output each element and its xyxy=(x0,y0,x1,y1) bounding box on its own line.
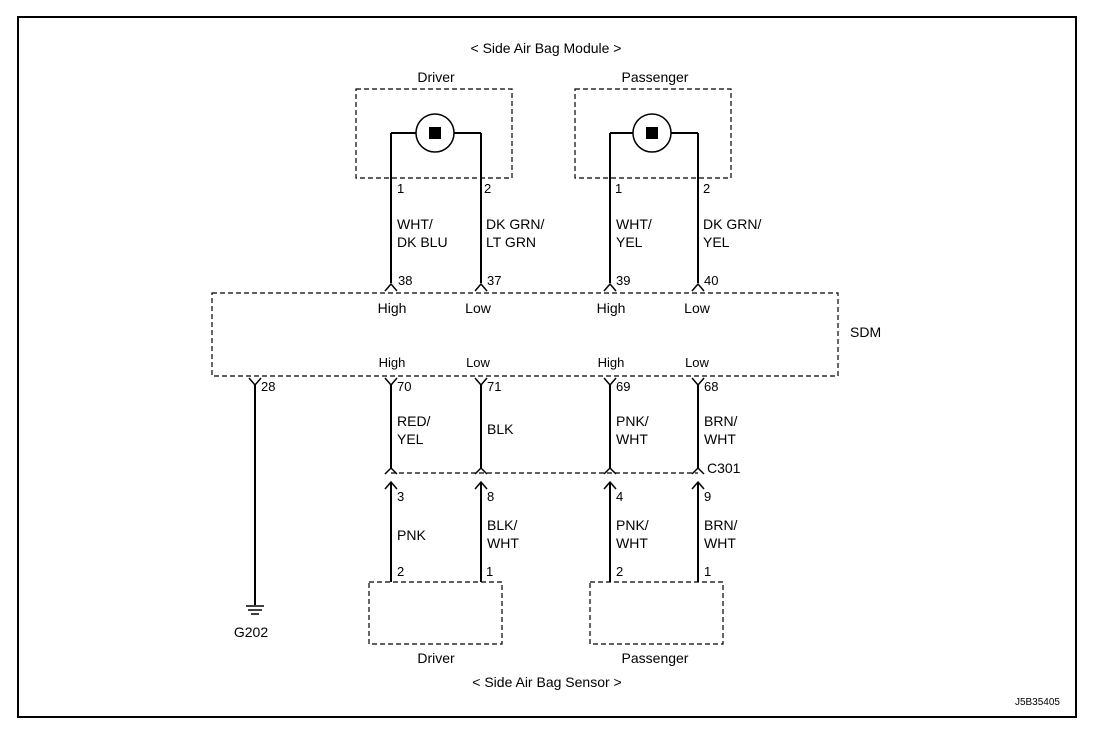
driver-wire1-line1: WHT/ xyxy=(397,216,433,232)
sdm-bottom-driver-low: Low xyxy=(466,355,490,370)
sdm-pin-37: 37 xyxy=(487,273,501,288)
driver-module-pin1: 1 xyxy=(397,181,404,196)
driver-module-box xyxy=(355,88,513,179)
driver-module-label: Driver xyxy=(417,69,455,85)
mid-passenger-high-line2: WHT xyxy=(616,431,648,447)
mid-driver-low-line1: BLK xyxy=(487,421,514,437)
upper-connector-chevrons xyxy=(384,282,705,292)
driver-airbag-icon xyxy=(391,113,481,153)
sdm-pin-28: 28 xyxy=(261,379,275,394)
ground-label: G202 xyxy=(234,624,268,640)
lower-driver-low-line1: BLK/ xyxy=(487,517,517,533)
c301-pin-9: 9 xyxy=(704,489,711,504)
c301-chevrons-top xyxy=(384,466,705,475)
mid-passenger-low-line2: WHT xyxy=(704,431,736,447)
lower-sdm-chevrons xyxy=(248,377,705,387)
c301-pin-4: 4 xyxy=(616,489,623,504)
sdm-pin-40: 40 xyxy=(704,273,718,288)
mid-passenger-high-line1: PNK/ xyxy=(616,413,649,429)
driver-wire2-line1: DK GRN/ xyxy=(486,216,544,232)
passenger-airbag-icon xyxy=(610,113,698,153)
passenger-sensor-label: Passenger xyxy=(622,650,689,666)
header-title: < Side Air Bag Module > xyxy=(471,40,622,56)
lower-driver-low-line2: WHT xyxy=(487,535,519,551)
passenger-module-pin1: 1 xyxy=(615,181,622,196)
passenger-wire1-line2: YEL xyxy=(616,234,643,250)
mid-driver-high-line1: RED/ xyxy=(397,413,431,429)
passenger-wire2-line2: YEL xyxy=(703,234,730,250)
lower-driver-high-line1: PNK xyxy=(397,527,426,543)
c301-chevrons-bottom xyxy=(384,480,705,490)
lower-passenger-high-line1: PNK/ xyxy=(616,517,649,533)
sdm-top-driver-high: High xyxy=(378,300,407,316)
sdm-label: SDM xyxy=(850,324,881,340)
passenger-module-label: Passenger xyxy=(622,69,689,85)
lower-passenger-low-line2: WHT xyxy=(704,535,736,551)
driver-module-pin2: 2 xyxy=(484,181,491,196)
sdm-pin-38: 38 xyxy=(398,273,412,288)
sdm-pin-70: 70 xyxy=(397,379,411,394)
driver-sensor-pin1: 1 xyxy=(486,564,493,579)
footer-title: < Side Air Bag Sensor > xyxy=(472,674,621,690)
lower-passenger-high-line2: WHT xyxy=(616,535,648,551)
driver-sensor-pin2: 2 xyxy=(397,564,404,579)
sdm-top-driver-low: Low xyxy=(465,300,492,316)
ground-icon xyxy=(246,605,264,615)
lower-passenger-low-line1: BRN/ xyxy=(704,517,738,533)
c301-label: C301 xyxy=(707,460,741,476)
passenger-sensor-box xyxy=(589,581,724,645)
sdm-pin-68: 68 xyxy=(704,379,718,394)
driver-wire2-line2: LT GRN xyxy=(486,234,536,250)
passenger-module-pin2: 2 xyxy=(703,181,710,196)
passenger-module-box xyxy=(574,88,732,179)
sdm-top-passenger-low: Low xyxy=(684,300,711,316)
sdm-box xyxy=(211,292,839,377)
driver-wire1-line2: DK BLU xyxy=(397,234,448,250)
passenger-sensor-pin2: 2 xyxy=(616,564,623,579)
mid-passenger-low-line1: BRN/ xyxy=(704,413,738,429)
sdm-pin-71: 71 xyxy=(487,379,501,394)
c301-pin-3: 3 xyxy=(397,489,404,504)
sdm-top-passenger-high: High xyxy=(597,300,626,316)
passenger-wire2-line1: DK GRN/ xyxy=(703,216,761,232)
passenger-wire1-line1: WHT/ xyxy=(616,216,652,232)
sdm-bottom-driver-high: High xyxy=(379,355,406,370)
mid-driver-high-line2: YEL xyxy=(397,431,424,447)
sdm-bottom-passenger-high: High xyxy=(598,355,625,370)
sdm-pin-69: 69 xyxy=(616,379,630,394)
sdm-bottom-passenger-low: Low xyxy=(685,355,709,370)
passenger-sensor-pin1: 1 xyxy=(704,564,711,579)
driver-sensor-label: Driver xyxy=(417,650,455,666)
diagram-border xyxy=(17,16,1077,718)
reference-code: J5B35405 xyxy=(1015,697,1060,708)
driver-sensor-box xyxy=(368,581,503,645)
sdm-pin-39: 39 xyxy=(616,273,630,288)
c301-pin-8: 8 xyxy=(487,489,494,504)
